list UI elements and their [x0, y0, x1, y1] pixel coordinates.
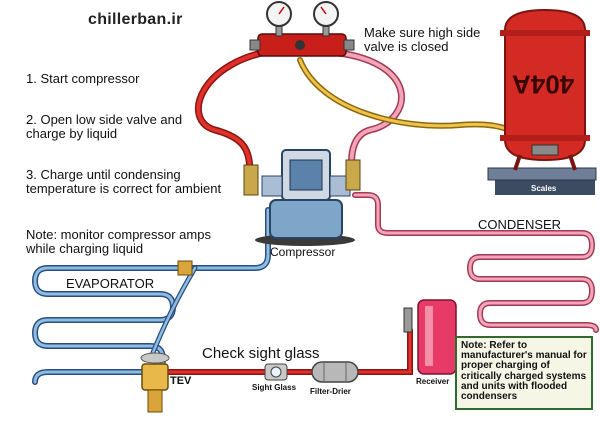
compressor-label: Compressor [270, 245, 336, 259]
refrigerant-cylinder [487, 8, 597, 195]
charging-hoses [195, 46, 533, 179]
condenser-coil [352, 192, 599, 333]
service-port [177, 260, 193, 276]
high-side-gauge [313, 1, 339, 37]
scales-label: Scales [531, 184, 557, 193]
condenser-label: CONDENSER [478, 217, 562, 232]
filter-drier-label: Filter-Drier [310, 387, 351, 396]
cylinder-label: 404A [512, 69, 575, 100]
step-3-label: 3. Charge until condensing temperature i… [26, 167, 222, 196]
manifold-note: Make sure high side valve is closed [364, 25, 481, 54]
evaporator-label: EVAPORATOR [66, 276, 155, 291]
tev-label: TEV [170, 375, 192, 387]
step-2-label: 2. Open low side valve and charge by liq… [26, 112, 183, 141]
manifold-gauge-set [249, 1, 355, 57]
monitor-amps-note: Note: monitor compressor amps while char… [26, 227, 211, 256]
tev-valve [140, 352, 170, 413]
check-sight-glass-label: Check sight glass [202, 345, 320, 362]
liquid-line [157, 327, 413, 375]
sight-glass [264, 363, 288, 381]
compressor [243, 149, 361, 246]
filter-drier [311, 361, 359, 383]
low-side-gauge [266, 1, 292, 37]
watermark: chillerban.ir [88, 11, 183, 28]
receiver-label: Receiver [416, 377, 450, 386]
manual-note-box: Note: Refer to manufacturer's manual for… [455, 336, 593, 410]
step-1-label: 1. Start compressor [26, 71, 140, 86]
receiver [403, 299, 457, 375]
sight-glass-label: Sight Glass [252, 383, 297, 392]
